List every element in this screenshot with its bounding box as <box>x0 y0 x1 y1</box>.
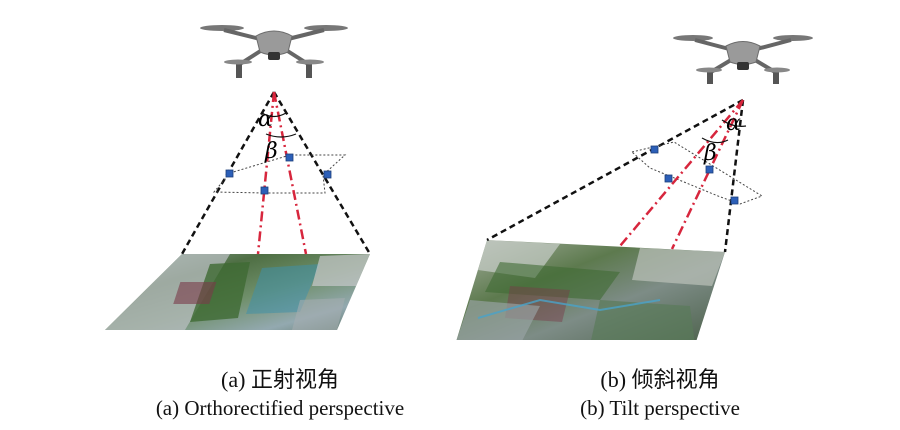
control-point-markers <box>650 145 739 205</box>
frustum-lines <box>486 98 745 253</box>
sensor-plane <box>630 141 764 205</box>
alpha-label: α <box>726 111 741 136</box>
caption-a-en: (a) Orthorectified perspective <box>155 396 405 420</box>
beta-label: β <box>703 141 717 166</box>
alpha-label: α <box>258 107 273 132</box>
sensor-plane <box>212 154 347 194</box>
caption-b-en: (b) Tilt perspective <box>580 396 740 420</box>
drone-icon <box>200 25 348 78</box>
caption-a-zh: (a) 正射视角 <box>221 367 339 392</box>
ground-image-orthorectified <box>105 254 370 330</box>
caption-b: (b) 倾斜视角 (b) Tilt perspective <box>505 366 815 422</box>
beta-arc <box>265 133 297 138</box>
panel-a: α β <box>105 25 372 330</box>
beta-label: β <box>264 139 278 164</box>
caption-b-zh: (b) 倾斜视角 <box>600 367 720 392</box>
camera-perspective-diagram: α β <box>105 25 813 340</box>
panel-b: α β <box>456 35 813 340</box>
view-rays <box>256 91 308 255</box>
alpha-arc <box>261 112 287 118</box>
view-rays <box>619 99 745 250</box>
beta-arc <box>701 137 729 144</box>
ground-image-tilt <box>456 240 725 340</box>
drone-icon <box>673 35 813 84</box>
control-point-markers <box>225 153 332 195</box>
alpha-arc <box>721 119 747 127</box>
caption-a: (a) 正射视角 (a) Orthorectified perspective <box>125 366 435 422</box>
